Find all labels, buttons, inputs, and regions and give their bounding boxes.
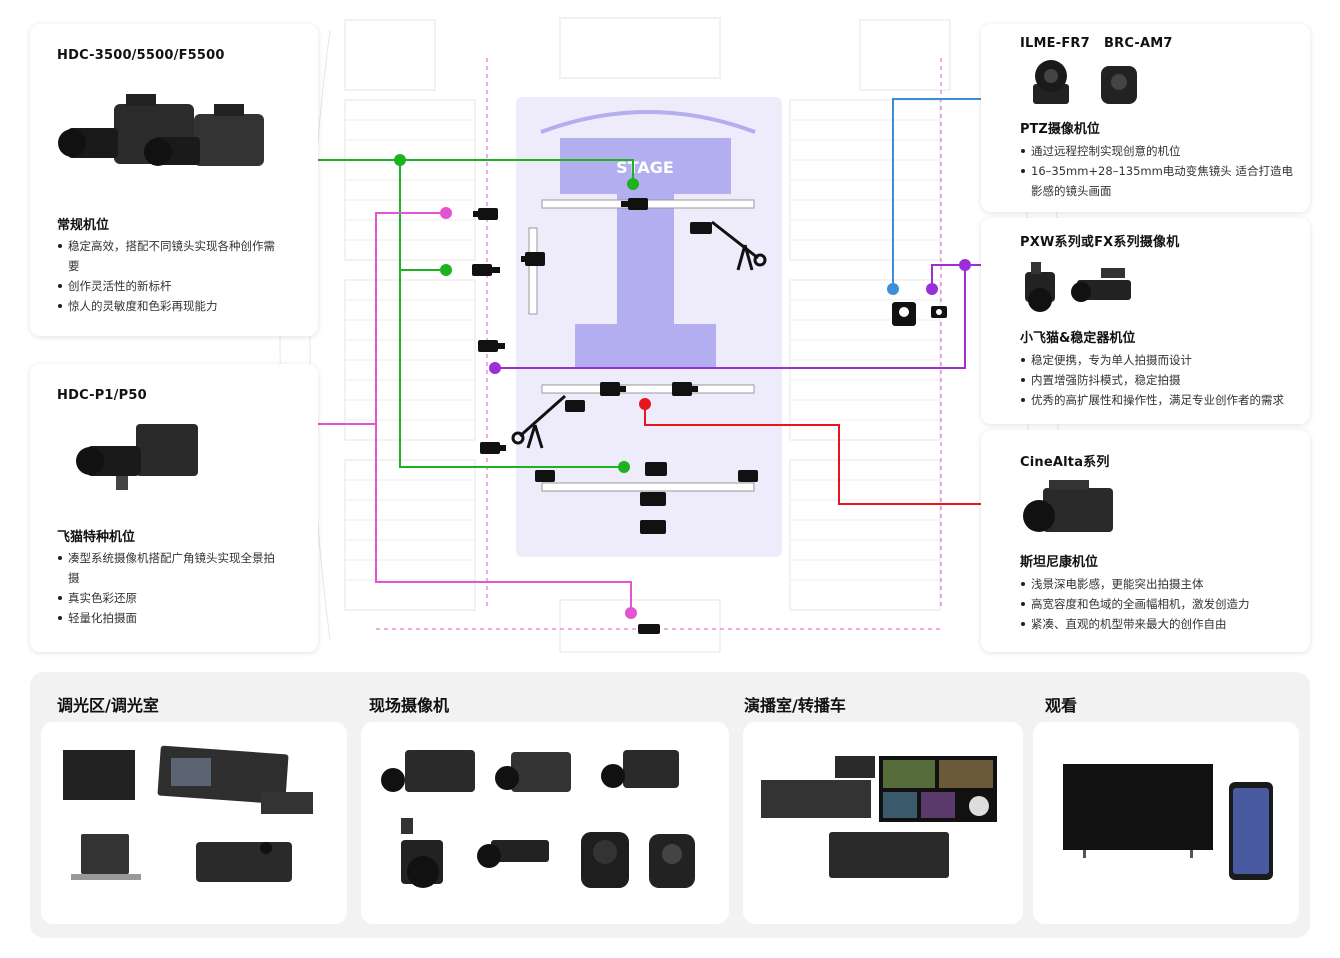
bullet: 通过远程控制实现创意的机位 bbox=[1021, 141, 1301, 161]
card-ptz: ILME-FR7 BRC-AM7 PTZ摄像机位 通过远程控制实现创意的机位 1… bbox=[981, 24, 1310, 212]
bullet: 凑型系统摄像机搭配广角镜头实现全景拍摄 bbox=[58, 548, 278, 588]
bullet: 惊人的灵敏度和色彩再现能力 bbox=[58, 296, 278, 316]
card-model: CineAlta系列 bbox=[1020, 455, 1110, 470]
card-model: PXW系列或FX系列摄像机 bbox=[1020, 235, 1180, 250]
cinealta-camera-image bbox=[1023, 480, 1113, 532]
card-hdc-3500: HDC-3500/5500/F5500 常规机位 稳定高效，搭配不同镜头实现各种… bbox=[30, 24, 318, 336]
card-hdc-p1: HDC-P1/P50 飞猫特种机位 凑型系统摄像机搭配广角镜头实现全景拍摄 真实… bbox=[30, 364, 318, 652]
card-bullets: 通过远程控制实现创意的机位 16–35mm+28–135mm电动变焦镜头 适合打… bbox=[1021, 141, 1301, 201]
stage-arc bbox=[540, 110, 756, 134]
bullet: 16–35mm+28–135mm电动变焦镜头 适合打造电影感的镜头画面 bbox=[1021, 161, 1301, 201]
venue-diagram: STAGE bbox=[279, 17, 1061, 653]
stage-label: STAGE bbox=[616, 158, 674, 177]
studio-equipment-images bbox=[761, 756, 997, 878]
onsite-camera-images bbox=[381, 750, 695, 888]
lighting-equipment-images bbox=[63, 745, 313, 882]
bullet: 创作灵活性的新标杆 bbox=[58, 276, 278, 296]
onsite-cameras-box bbox=[361, 722, 729, 924]
bullet: 紧凑、直观的机型带来最大的创作自由 bbox=[1021, 614, 1301, 634]
card-model: HDC-P1/P50 bbox=[57, 388, 147, 403]
card-cinealta: CineAlta系列 斯坦尼康机位 浅景深电影感，更能突出拍摄主体 高宽容度和色… bbox=[981, 430, 1310, 652]
card-bullets: 凑型系统摄像机搭配广角镜头实现全景拍摄 真实色彩还原 轻量化拍摄面 bbox=[58, 548, 278, 628]
bullet: 内置增强防抖模式，稳定拍摄 bbox=[1021, 370, 1301, 390]
section-title-studio: 演播室/转播车 bbox=[744, 696, 846, 715]
card-pxw: PXW系列或FX系列摄像机 小飞猫&稳定器机位 稳定便携，专为单人拍摄而设计 内… bbox=[981, 218, 1310, 424]
section-title-lighting: 调光区/调光室 bbox=[57, 696, 159, 715]
bullet: 真实色彩还原 bbox=[58, 588, 278, 608]
card-position: 飞猫特种机位 bbox=[57, 530, 136, 545]
card-bullets: 浅景深电影感，更能突出拍摄主体 高宽容度和色域的全画幅相机，激发创造力 紧凑、直… bbox=[1021, 574, 1301, 634]
ptz-camera-images bbox=[1033, 60, 1137, 104]
hdc-p1-camera-image bbox=[76, 424, 198, 490]
card-model: ILME-FR7 BRC-AM7 bbox=[1020, 36, 1173, 51]
bullet: 稳定便携，专为单人拍摄而设计 bbox=[1021, 350, 1301, 370]
card-position: 斯坦尼康机位 bbox=[1020, 555, 1099, 570]
card-bullets: 稳定便携，专为单人拍摄而设计 内置增强防抖模式，稳定拍摄 优秀的高扩展性和操作性… bbox=[1021, 350, 1301, 410]
hdc-3500-camera-image bbox=[58, 94, 264, 166]
card-bullets: 稳定高效，搭配不同镜头实现各种创作需要 创作灵活性的新标杆 惊人的灵敏度和色彩再… bbox=[58, 236, 278, 316]
card-position: PTZ摄像机位 bbox=[1020, 122, 1100, 137]
pxw-camera-images bbox=[1025, 262, 1131, 312]
bullet: 浅景深电影感，更能突出拍摄主体 bbox=[1021, 574, 1301, 594]
workflow-panel: 调光区/调光室 现场摄像机 演播室/转播车 观看 bbox=[30, 672, 1310, 938]
card-position: 常规机位 bbox=[57, 218, 110, 233]
section-title-viewing: 观看 bbox=[1045, 696, 1078, 715]
bullet: 优秀的高扩展性和操作性，满足专业创作者的需求 bbox=[1021, 390, 1301, 410]
section-title-onsite-cameras: 现场摄像机 bbox=[369, 696, 450, 715]
viewing-device-images bbox=[1063, 764, 1273, 880]
viewing-box bbox=[1033, 722, 1299, 924]
bullet: 轻量化拍摄面 bbox=[58, 608, 278, 628]
lighting-box bbox=[41, 722, 347, 924]
card-position: 小飞猫&稳定器机位 bbox=[1020, 331, 1136, 346]
jib-crane-icons bbox=[511, 220, 767, 449]
bullet: 稳定高效，搭配不同镜头实现各种创作需要 bbox=[58, 236, 278, 276]
stage-block bbox=[560, 138, 731, 194]
bullet: 高宽容度和色域的全画幅相机，激发创造力 bbox=[1021, 594, 1301, 614]
card-model: HDC-3500/5500/F5500 bbox=[57, 48, 225, 63]
runway bbox=[617, 194, 674, 324]
studio-box bbox=[743, 722, 1023, 924]
camera-icons bbox=[472, 198, 947, 634]
runway-end bbox=[575, 324, 716, 368]
